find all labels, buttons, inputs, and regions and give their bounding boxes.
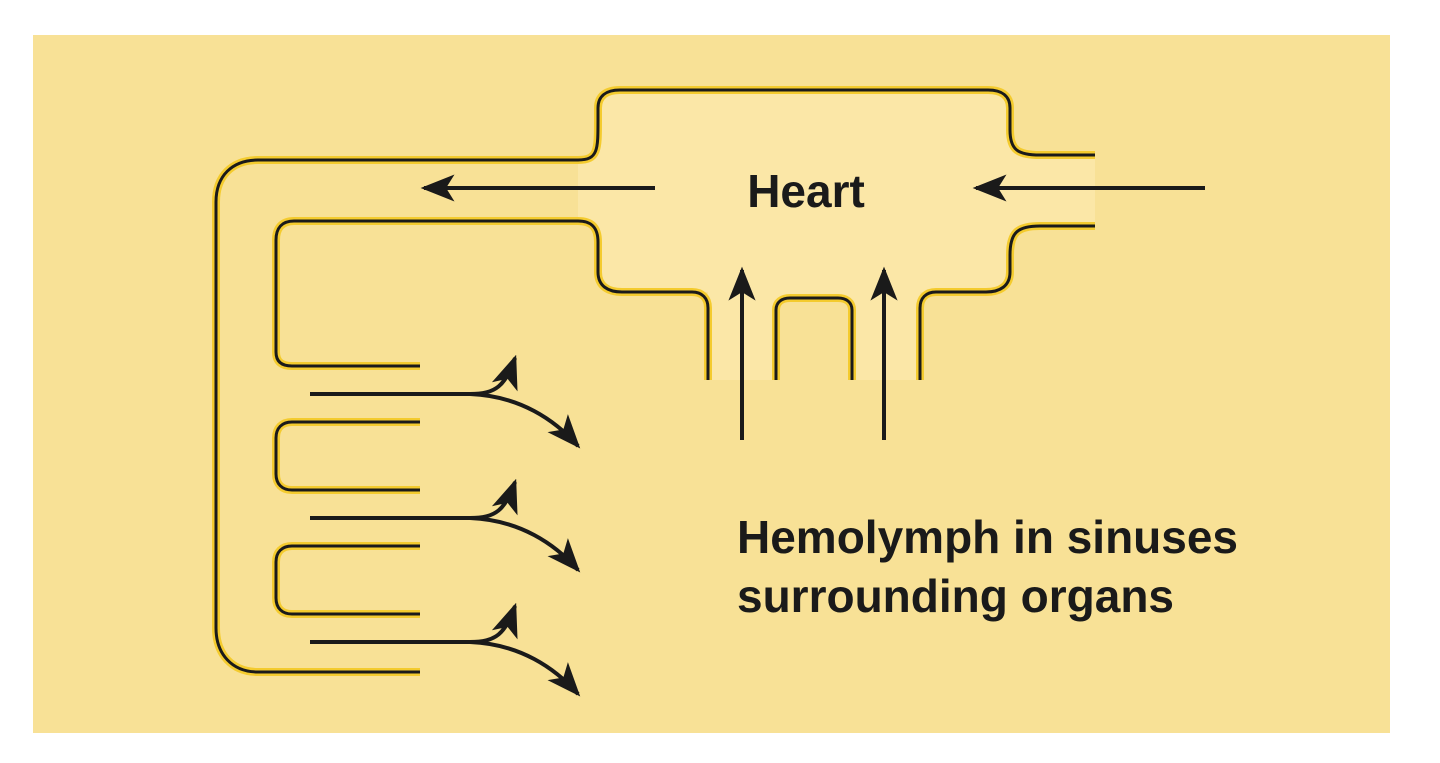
branch-loop-2 [272,542,420,618]
heart-label: Heart [747,165,865,217]
outflow-arrows [310,354,581,697]
heart-flow-arrows [420,174,1205,440]
hemolymph-label-line1: Hemolymph in sinuses [737,511,1238,563]
aorta-vessel [212,156,578,676]
outflow-line-1b [469,392,581,449]
branch-loop-1 [272,418,420,494]
hemolymph-label-line2: surrounding organs [737,570,1174,622]
outflow-line-3b [469,640,581,697]
heart-chamber [577,86,1095,380]
outflow-line-2b [469,516,581,573]
